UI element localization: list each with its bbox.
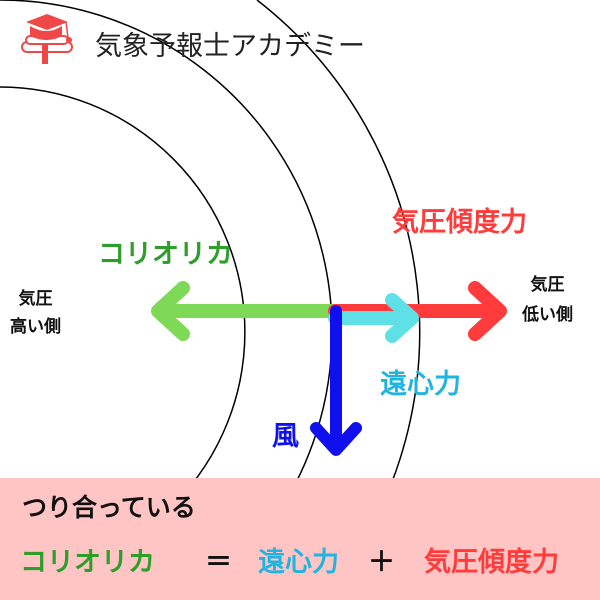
centrifugal-arrow (328, 293, 419, 343)
low-pressure-line2: 低い側 (522, 305, 573, 325)
logo-icon (21, 14, 73, 64)
coriolis-arrow (151, 281, 342, 341)
summary-plus: ＋ (368, 547, 395, 578)
centrifugal-label: 遠心力 (380, 369, 461, 400)
wind-arrow (310, 305, 362, 456)
high-pressure-line2: 高い側 (10, 317, 61, 337)
wind-label: 風 (272, 421, 299, 452)
low-pressure-line1: 気圧 (530, 275, 565, 295)
summary-title: つり合っている (22, 493, 196, 522)
summary-band (0, 478, 600, 600)
high-pressure-line1: 気圧 (18, 289, 53, 309)
high-pressure-label: 気圧 高い側 (10, 285, 61, 341)
app-title: 気象予報士アカデミー (95, 31, 365, 62)
summary-equals: ＝ (205, 547, 232, 578)
summary-coriolis: コリオリカ (20, 547, 155, 578)
coriolis-label: コリオリカ (98, 239, 233, 270)
summary-pressure-gradient: 気圧傾度力 (424, 547, 559, 578)
low-pressure-label: 気圧 低い側 (522, 270, 573, 330)
pressure-gradient-label: 気圧傾度力 (392, 207, 527, 238)
summary-centrifugal: 遠心力 (258, 547, 339, 578)
